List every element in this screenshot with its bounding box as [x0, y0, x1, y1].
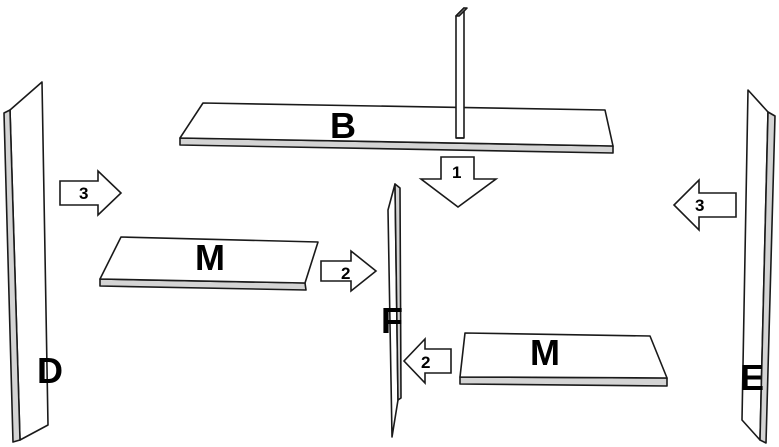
step-2-left-label: 2: [341, 264, 350, 283]
label-f: F: [381, 300, 403, 341]
shelf-m-right: M: [459, 332, 668, 387]
arrow-left-step-3: 3: [672, 178, 737, 232]
label-b: B: [330, 105, 356, 146]
step-3-left-label: 3: [79, 184, 88, 203]
step-3-right-label: 3: [695, 196, 704, 215]
arrow-down-step-1: 1: [418, 156, 499, 208]
label-d: D: [37, 350, 63, 391]
panel-e: E: [740, 89, 776, 444]
step-2-right-label: 2: [421, 353, 430, 372]
arrow-left-step-2: 2: [402, 337, 452, 385]
step-1-label: 1: [452, 163, 461, 182]
label-m-left: M: [195, 237, 225, 278]
arrow-right-step-3: 3: [59, 169, 123, 217]
panel-f: F: [381, 183, 403, 438]
label-m-right: M: [530, 332, 560, 373]
panel-d: D: [3, 81, 63, 443]
panel-b: B: [179, 7, 614, 154]
label-e: E: [740, 357, 764, 398]
arrow-right-step-2: 2: [320, 249, 378, 293]
shelf-m-left: M: [99, 236, 319, 291]
